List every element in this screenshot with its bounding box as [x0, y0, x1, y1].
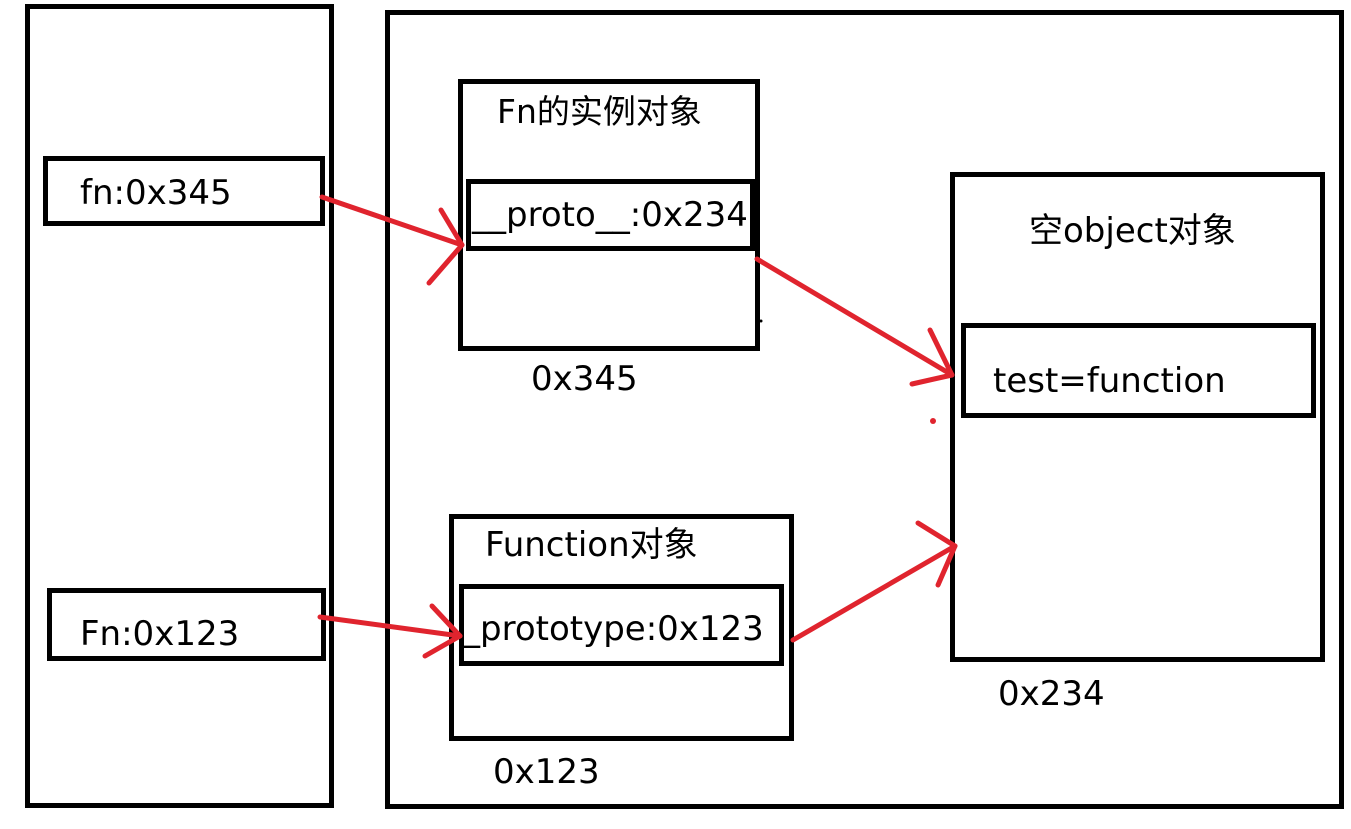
instance-address: 0x345 — [531, 359, 638, 399]
instance-proto-field: __proto__:0x234 — [472, 195, 748, 235]
empty-object-test-field-box — [961, 323, 1316, 418]
heap-region — [385, 10, 1344, 809]
empty-object-title: 空object对象 — [1029, 211, 1236, 251]
stack-var-Fn-label: Fn:0x123 — [80, 614, 240, 654]
empty-object-test-field: test=function — [993, 361, 1226, 401]
function-object-title: Function对象 — [485, 525, 698, 565]
instance-object-title: Fn的实例对象 — [497, 92, 702, 131]
stack-var-fn-box — [43, 156, 325, 226]
function-prototype-field: _prototype:0x123 — [463, 609, 764, 649]
stack-var-fn-label: fn:0x345 — [80, 173, 232, 213]
stack-region — [25, 4, 334, 808]
empty-object-box — [950, 172, 1325, 662]
instance-proto-field-box — [466, 179, 755, 251]
function-object-address: 0x123 — [493, 752, 600, 792]
empty-object-address: 0x234 — [998, 674, 1105, 714]
